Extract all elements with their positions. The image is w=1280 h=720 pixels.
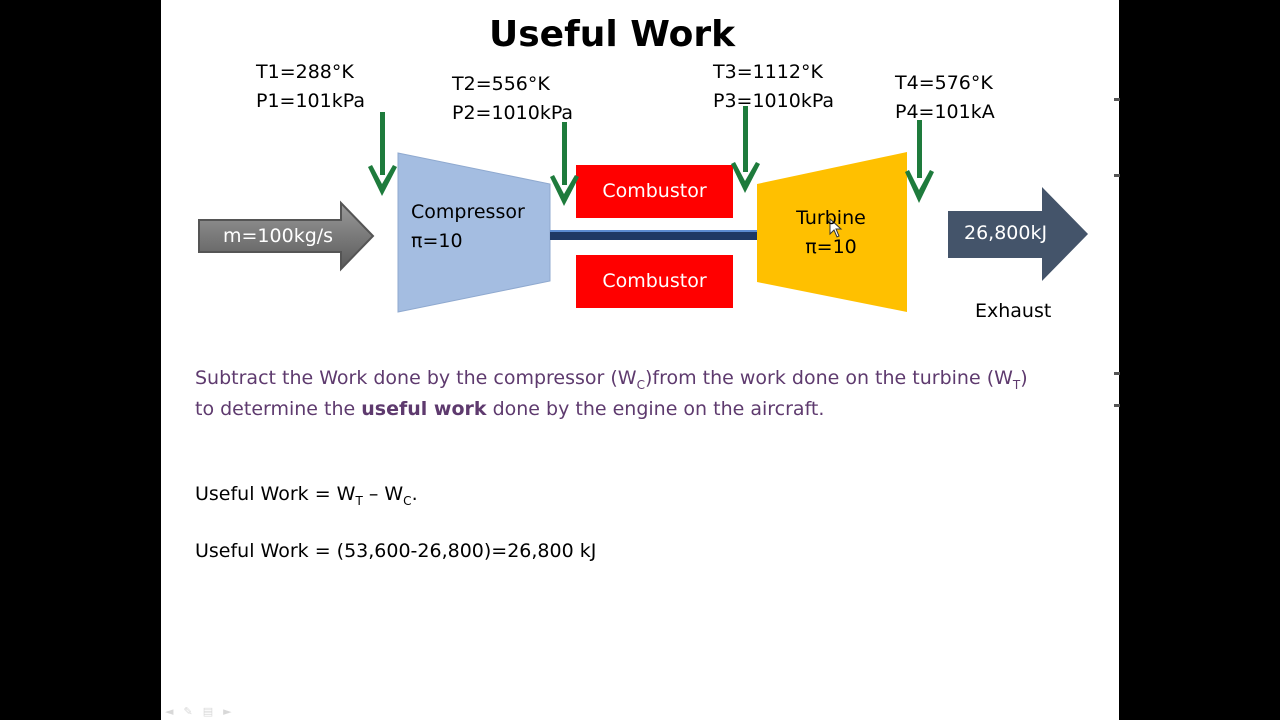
mouse-cursor-icon	[829, 217, 843, 238]
inlet-mass-flow-label: m=100kg/s	[223, 225, 334, 247]
equation-2: Useful Work = (53,600-26,800)=26,800 kJ	[195, 540, 597, 562]
edge-marks	[1114, 70, 1122, 420]
green-down-arrow-icon	[731, 106, 760, 193]
pen-icon[interactable]: ✎	[183, 705, 193, 718]
engine-diagram	[198, 106, 1088, 313]
next-slide-icon[interactable]: ►	[223, 705, 232, 718]
combustor-top-label: Combustor	[602, 180, 707, 202]
slide-title: Useful Work	[489, 14, 736, 55]
inlet-arrow-icon	[198, 200, 375, 272]
green-down-arrow-icon	[550, 122, 579, 206]
exhaust-label: Exhaust	[975, 300, 1052, 322]
slideshow-controls[interactable]: ◄ ✎ ▤ ►	[165, 700, 242, 719]
menu-icon[interactable]: ▤	[202, 705, 214, 718]
combustor-bottom-box	[576, 255, 733, 308]
slide: Useful Work	[161, 0, 1119, 720]
explanation-paragraph: Subtract the Work done by the compressor…	[195, 367, 1028, 420]
combustor-top-box	[576, 165, 733, 218]
green-down-arrow-icon	[368, 112, 397, 196]
green-down-arrow-icon	[905, 120, 934, 203]
output-work-label: 26,800kJ	[964, 222, 1048, 244]
combustor-bottom-label: Combustor	[602, 270, 707, 292]
shaft	[550, 231, 757, 240]
output-arrow-icon	[948, 187, 1088, 281]
prev-slide-icon[interactable]: ◄	[165, 705, 174, 718]
compressor-shape	[397, 152, 551, 313]
equation-1: Useful Work = WT – WC.	[195, 483, 418, 508]
